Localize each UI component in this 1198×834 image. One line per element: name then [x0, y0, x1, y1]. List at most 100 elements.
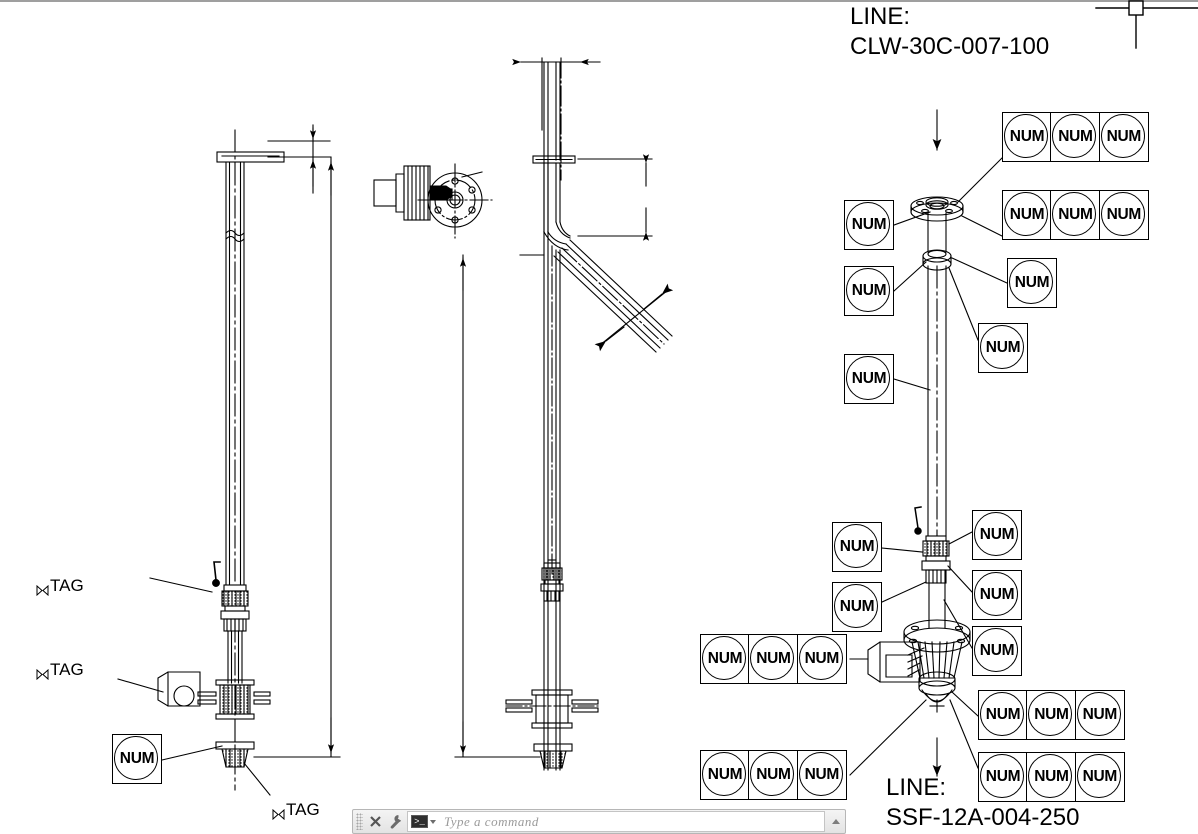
line-label-bottom-prefix: LINE: [886, 774, 947, 801]
tag-label-1-text: TAG [50, 576, 84, 595]
balloon-label: NUM [1106, 206, 1142, 223]
balloon-group: NUM NUM NUM [700, 634, 847, 684]
balloon-label: NUM [707, 650, 743, 667]
balloon-callout[interactable]: NUM [972, 626, 1022, 676]
balloon-label: NUM [979, 526, 1015, 543]
balloon-label: NUM [985, 706, 1021, 723]
valve-tag-icon [272, 805, 285, 820]
balloon-group: NUM [972, 570, 1022, 620]
balloon-callout[interactable]: NUM [112, 734, 162, 784]
balloon-group: NUM [112, 734, 162, 784]
balloon-label: NUM [851, 370, 887, 387]
balloon-label: NUM [756, 766, 791, 783]
command-bar-drag-handle[interactable] [356, 813, 363, 830]
balloon-callout[interactable]: NUM [832, 582, 882, 632]
crosshair-cursor [1095, 0, 1198, 49]
balloon-label: NUM [979, 586, 1015, 603]
view-isometric-right [849, 109, 1008, 777]
close-icon[interactable] [365, 812, 385, 832]
window-top-edge [0, 0, 1198, 2]
balloon-label: NUM [756, 650, 791, 667]
balloon-label: NUM [839, 538, 875, 555]
line-label-bottom-value: SSF-12A-004-250 [886, 804, 1080, 831]
balloon-group: NUM [844, 354, 894, 404]
balloon-callout[interactable]: NUM [1098, 112, 1149, 162]
balloon-group: NUM NUM NUM [1002, 190, 1149, 240]
command-input[interactable]: Type a command [444, 813, 539, 829]
valve-tag-icon [36, 665, 49, 680]
balloon-group: NUM [844, 200, 894, 250]
balloon-callout[interactable]: NUM [748, 750, 799, 800]
balloon-callout[interactable]: NUM [1074, 752, 1125, 802]
balloon-callout[interactable]: NUM [1026, 690, 1077, 740]
balloon-label: NUM [1082, 706, 1118, 723]
balloon-callout[interactable]: NUM [978, 323, 1028, 373]
balloon-label: NUM [1034, 768, 1069, 785]
balloon-callout[interactable]: NUM [972, 570, 1022, 620]
balloon-group: NUM [1007, 258, 1057, 308]
balloon-label: NUM [804, 766, 840, 783]
balloon-callout[interactable]: NUM [796, 634, 847, 684]
balloon-label: NUM [1034, 706, 1069, 723]
line-label-top-prefix: LINE: [850, 3, 911, 30]
valve-tag-icon [36, 581, 49, 596]
wrench-icon[interactable] [385, 812, 405, 832]
command-bar[interactable]: >_ Type a command [352, 809, 846, 834]
balloon-group: NUM [832, 582, 882, 632]
balloon-label: NUM [851, 216, 887, 233]
balloon-callout[interactable]: NUM [972, 510, 1022, 560]
balloon-label: NUM [804, 650, 840, 667]
balloon-label: NUM [1058, 128, 1093, 145]
balloon-label: NUM [1009, 128, 1045, 145]
tag-label-1: TAG [36, 576, 84, 596]
balloon-callout[interactable]: NUM [978, 752, 1028, 802]
balloon-label: NUM [119, 750, 155, 767]
balloon-callout[interactable]: NUM [1026, 752, 1077, 802]
balloon-group: NUM [972, 510, 1022, 560]
view-elevation-left [117, 124, 341, 796]
expand-up-icon[interactable] [827, 811, 845, 832]
balloon-group: NUM [978, 323, 1028, 373]
view-plan-detail [373, 163, 493, 239]
balloon-label: NUM [839, 598, 875, 615]
command-input-wrapper[interactable]: >_ Type a command [407, 811, 825, 832]
balloon-callout[interactable]: NUM [1002, 112, 1052, 162]
balloon-label: NUM [1009, 206, 1045, 223]
balloon-label: NUM [1082, 768, 1118, 785]
balloon-callout[interactable]: NUM [844, 200, 894, 250]
balloon-group: NUM [844, 266, 894, 316]
balloon-label: NUM [851, 282, 887, 299]
balloon-callout[interactable]: NUM [1098, 190, 1149, 240]
tag-label-3: TAG [272, 800, 320, 820]
line-label-bottom: LINE: SSF-12A-004-250 [886, 773, 1079, 833]
balloon-callout[interactable]: NUM [1050, 190, 1101, 240]
balloon-callout[interactable]: NUM [748, 634, 799, 684]
balloon-callout[interactable]: NUM [796, 750, 847, 800]
view-elevation-branch [454, 57, 674, 771]
balloon-label: NUM [985, 339, 1021, 356]
balloon-callout[interactable]: NUM [700, 750, 750, 800]
balloon-label: NUM [979, 642, 1015, 659]
line-label-top: LINE: CLW-30C-007-100 [850, 2, 1049, 62]
balloon-callout[interactable]: NUM [700, 634, 750, 684]
balloon-group: NUM NUM NUM [1002, 112, 1149, 162]
tag-label-3-text: TAG [286, 800, 320, 819]
balloon-label: NUM [1014, 274, 1050, 291]
balloon-callout[interactable]: NUM [1007, 258, 1057, 308]
balloon-callout[interactable]: NUM [1050, 112, 1101, 162]
chevron-down-icon[interactable] [430, 819, 436, 824]
command-prompt-icon: >_ [411, 815, 428, 828]
balloon-group: NUM [972, 626, 1022, 676]
balloon-group: NUM NUM NUM [978, 752, 1125, 802]
balloon-callout[interactable]: NUM [978, 690, 1028, 740]
balloon-group: NUM NUM NUM [978, 690, 1125, 740]
balloon-callout[interactable]: NUM [832, 522, 882, 572]
balloon-callout[interactable]: NUM [844, 354, 894, 404]
balloon-callout[interactable]: NUM [1074, 690, 1125, 740]
balloon-callout[interactable]: NUM [844, 266, 894, 316]
balloon-group: NUM NUM NUM [700, 750, 847, 800]
balloon-label: NUM [707, 766, 743, 783]
balloon-callout[interactable]: NUM [1002, 190, 1052, 240]
